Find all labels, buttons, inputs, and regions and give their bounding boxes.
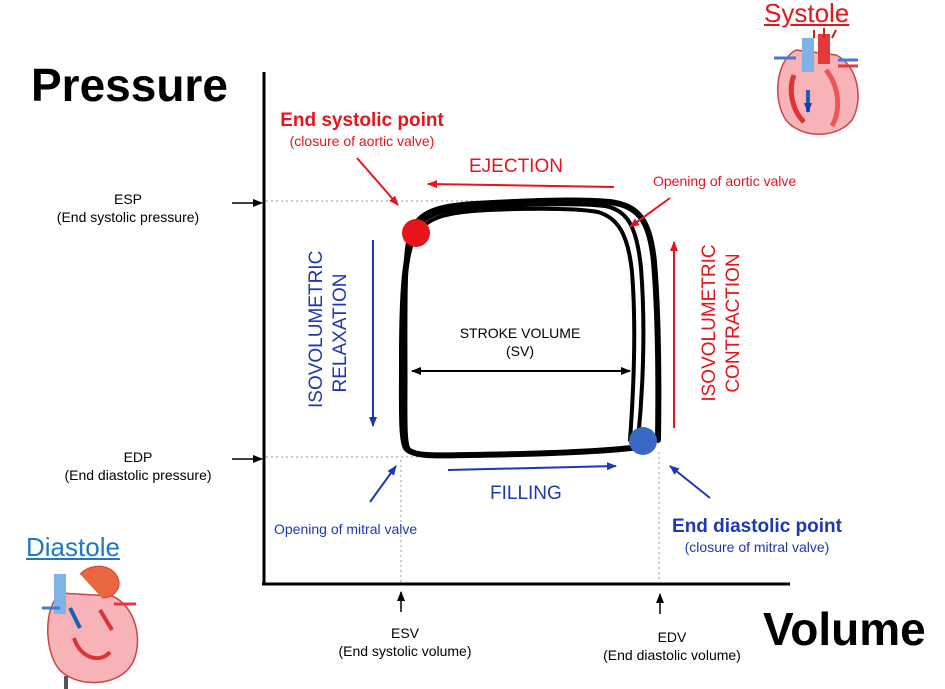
end-systolic-label: End systolic point (closure of aortic va…	[262, 110, 462, 150]
end-diastolic-pointer	[669, 465, 711, 499]
esv-label: ESV (End systolic volume)	[305, 624, 505, 660]
stroke-volume-line1: STROKE VOLUME	[459, 325, 581, 341]
edp-full: (End diastolic pressure)	[64, 467, 212, 483]
systole-label: Systole	[764, 0, 850, 28]
systole-heart-icon	[774, 28, 859, 135]
end-diastolic-subtitle: (closure of mitral valve)	[684, 539, 830, 555]
ejection-label: EJECTION	[469, 156, 563, 177]
edp-label: EDP (End diastolic pressure)	[38, 448, 238, 484]
edp-abbr: EDP	[123, 449, 153, 465]
pv-loop	[398, 197, 662, 459]
end-diastolic-title: End diastolic point	[672, 516, 842, 537]
end-systolic-subtitle: (closure of aortic valve)	[289, 133, 435, 149]
guide-lines	[266, 200, 660, 583]
mitral-valve-label: Opening of mitral valve	[274, 521, 418, 537]
edv-abbr: EDV	[657, 629, 687, 645]
edv-full: (End diastolic volume)	[603, 647, 741, 663]
end-systolic-title: End systolic point	[280, 110, 444, 131]
end-systolic-point	[402, 219, 430, 247]
end-systolic-pointer	[356, 157, 399, 206]
esp-full: (End systolic pressure)	[56, 209, 200, 225]
isovolumetric-contraction-label: ISOVOLUMETRIC CONTRACTION	[698, 238, 748, 408]
ejection-arrow	[427, 180, 615, 189]
iso-contraction-line2: CONTRACTION	[723, 253, 744, 393]
iso-relaxation-line2: RELAXATION	[330, 273, 351, 393]
diastole-heart-icon	[42, 565, 139, 689]
filling-arrow	[447, 462, 617, 471]
iso-contraction-line1: ISOVOLUMETRIC	[699, 244, 720, 402]
stroke-volume-label: STROKE VOLUME (SV)	[440, 324, 600, 360]
diastole-label: Diastole	[26, 532, 120, 562]
mitral-valve-pointer	[369, 465, 397, 503]
edv-label: EDV (End diastolic volume)	[572, 628, 772, 664]
aortic-valve-pointer	[629, 197, 671, 228]
esp-abbr: ESP	[113, 191, 142, 207]
iso-relaxation-line1: ISOVOLUMETRIC	[306, 250, 327, 408]
x-axis-title: Volume	[763, 603, 926, 655]
filling-label: FILLING	[490, 483, 562, 504]
esv-abbr: ESV	[390, 625, 419, 641]
end-diastolic-point	[629, 427, 657, 455]
esp-label: ESP (End systolic pressure)	[28, 190, 228, 226]
y-axis-title: Pressure	[31, 59, 228, 111]
end-diastolic-label: End diastolic point (closure of mitral v…	[652, 516, 862, 556]
stroke-volume-line2: (SV)	[506, 343, 534, 359]
aortic-valve-label: Opening of aortic valve	[653, 173, 797, 189]
esv-full: (End systolic volume)	[338, 643, 472, 659]
isovolumetric-relaxation-label: ISOVOLUMETRIC RELAXATION	[305, 250, 355, 408]
